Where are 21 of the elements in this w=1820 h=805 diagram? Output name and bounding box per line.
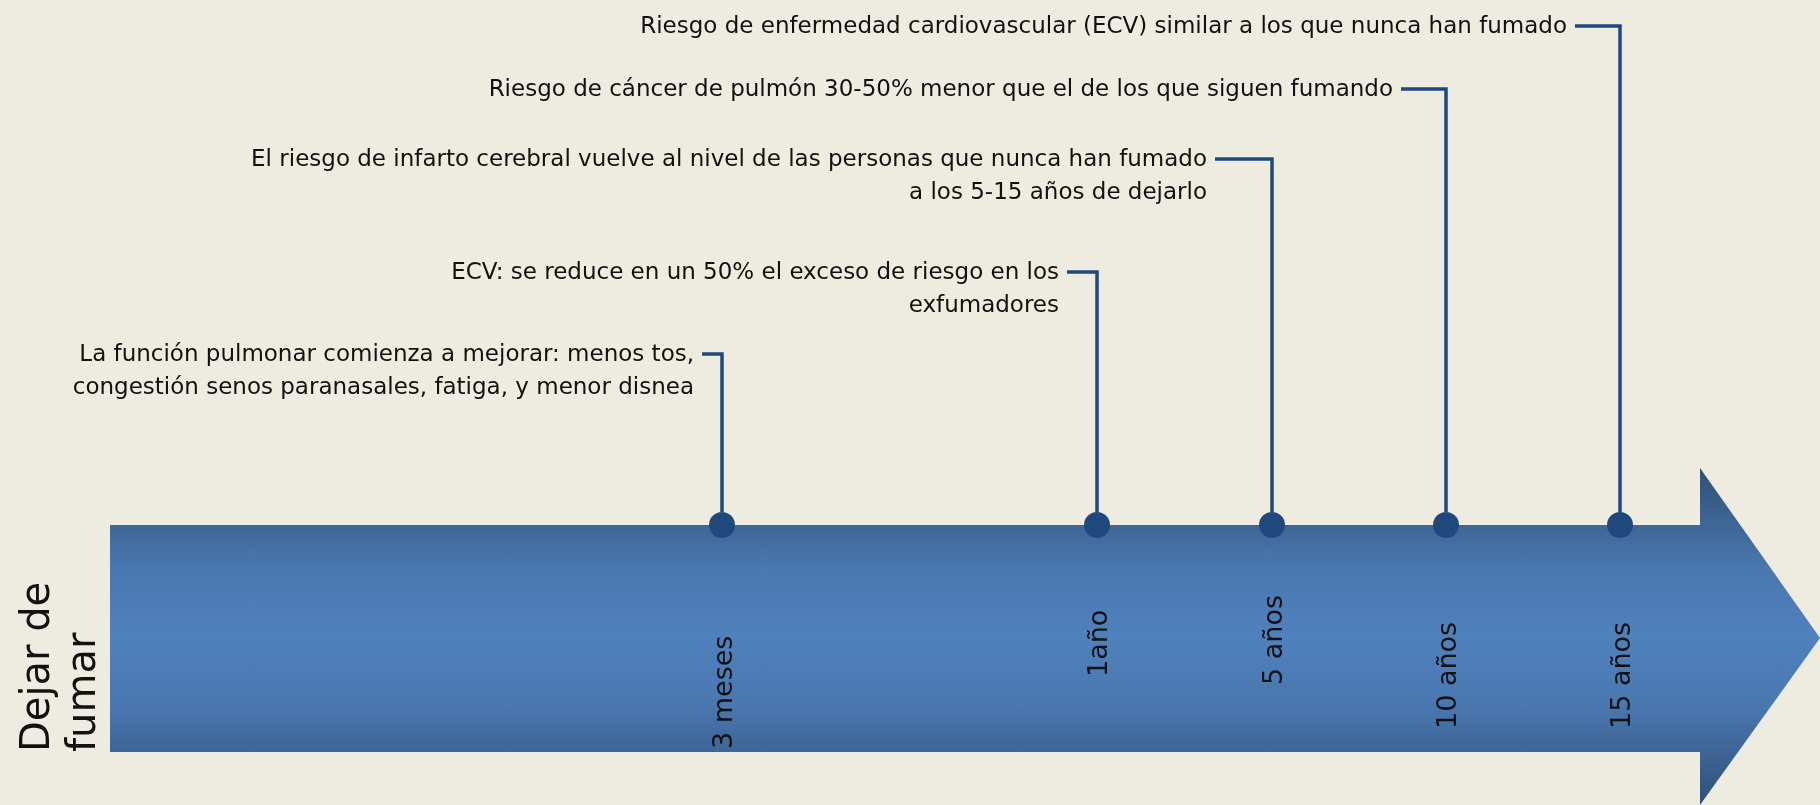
time-label: 3 meses xyxy=(707,635,738,749)
leader-line xyxy=(1067,270,1099,512)
dot-marker xyxy=(1433,512,1459,538)
dot-marker xyxy=(1259,512,1285,538)
time-label: 1año xyxy=(1082,609,1113,677)
leader-line xyxy=(1575,24,1622,512)
leader-line xyxy=(1401,87,1448,512)
callout-text: Riesgo de cáncer de pulmón 30-50% menor que el de los que siguen fumando xyxy=(480,72,1393,105)
callout-text: ECV: se reduce en un 50% el exceso de riesgo en los exfumadores xyxy=(300,255,1059,321)
timeline-start-label: Dejar de fumar xyxy=(12,580,104,752)
leader-line xyxy=(1215,157,1274,512)
leader-line xyxy=(702,352,724,512)
time-label: 5 años xyxy=(1257,595,1288,685)
time-label: 15 años xyxy=(1605,621,1636,729)
dot-marker xyxy=(1084,512,1110,538)
callout-text: El riesgo de infarto cerebral vuelve al nivel de las personas que nunca han fumado a los 5-15 años de dejarlo xyxy=(240,142,1207,208)
dot-marker xyxy=(709,512,735,538)
callout-text: La función pulmonar comienza a mejorar: menos tos, congestión senos paranasales, fatiga, y menor disnea xyxy=(23,337,694,403)
callout-text: Riesgo de enfermedad cardiovascular (ECV) similar a los que nunca han fumado xyxy=(520,9,1567,42)
dot-marker xyxy=(1607,512,1633,538)
time-label: 10 años xyxy=(1431,621,1462,729)
